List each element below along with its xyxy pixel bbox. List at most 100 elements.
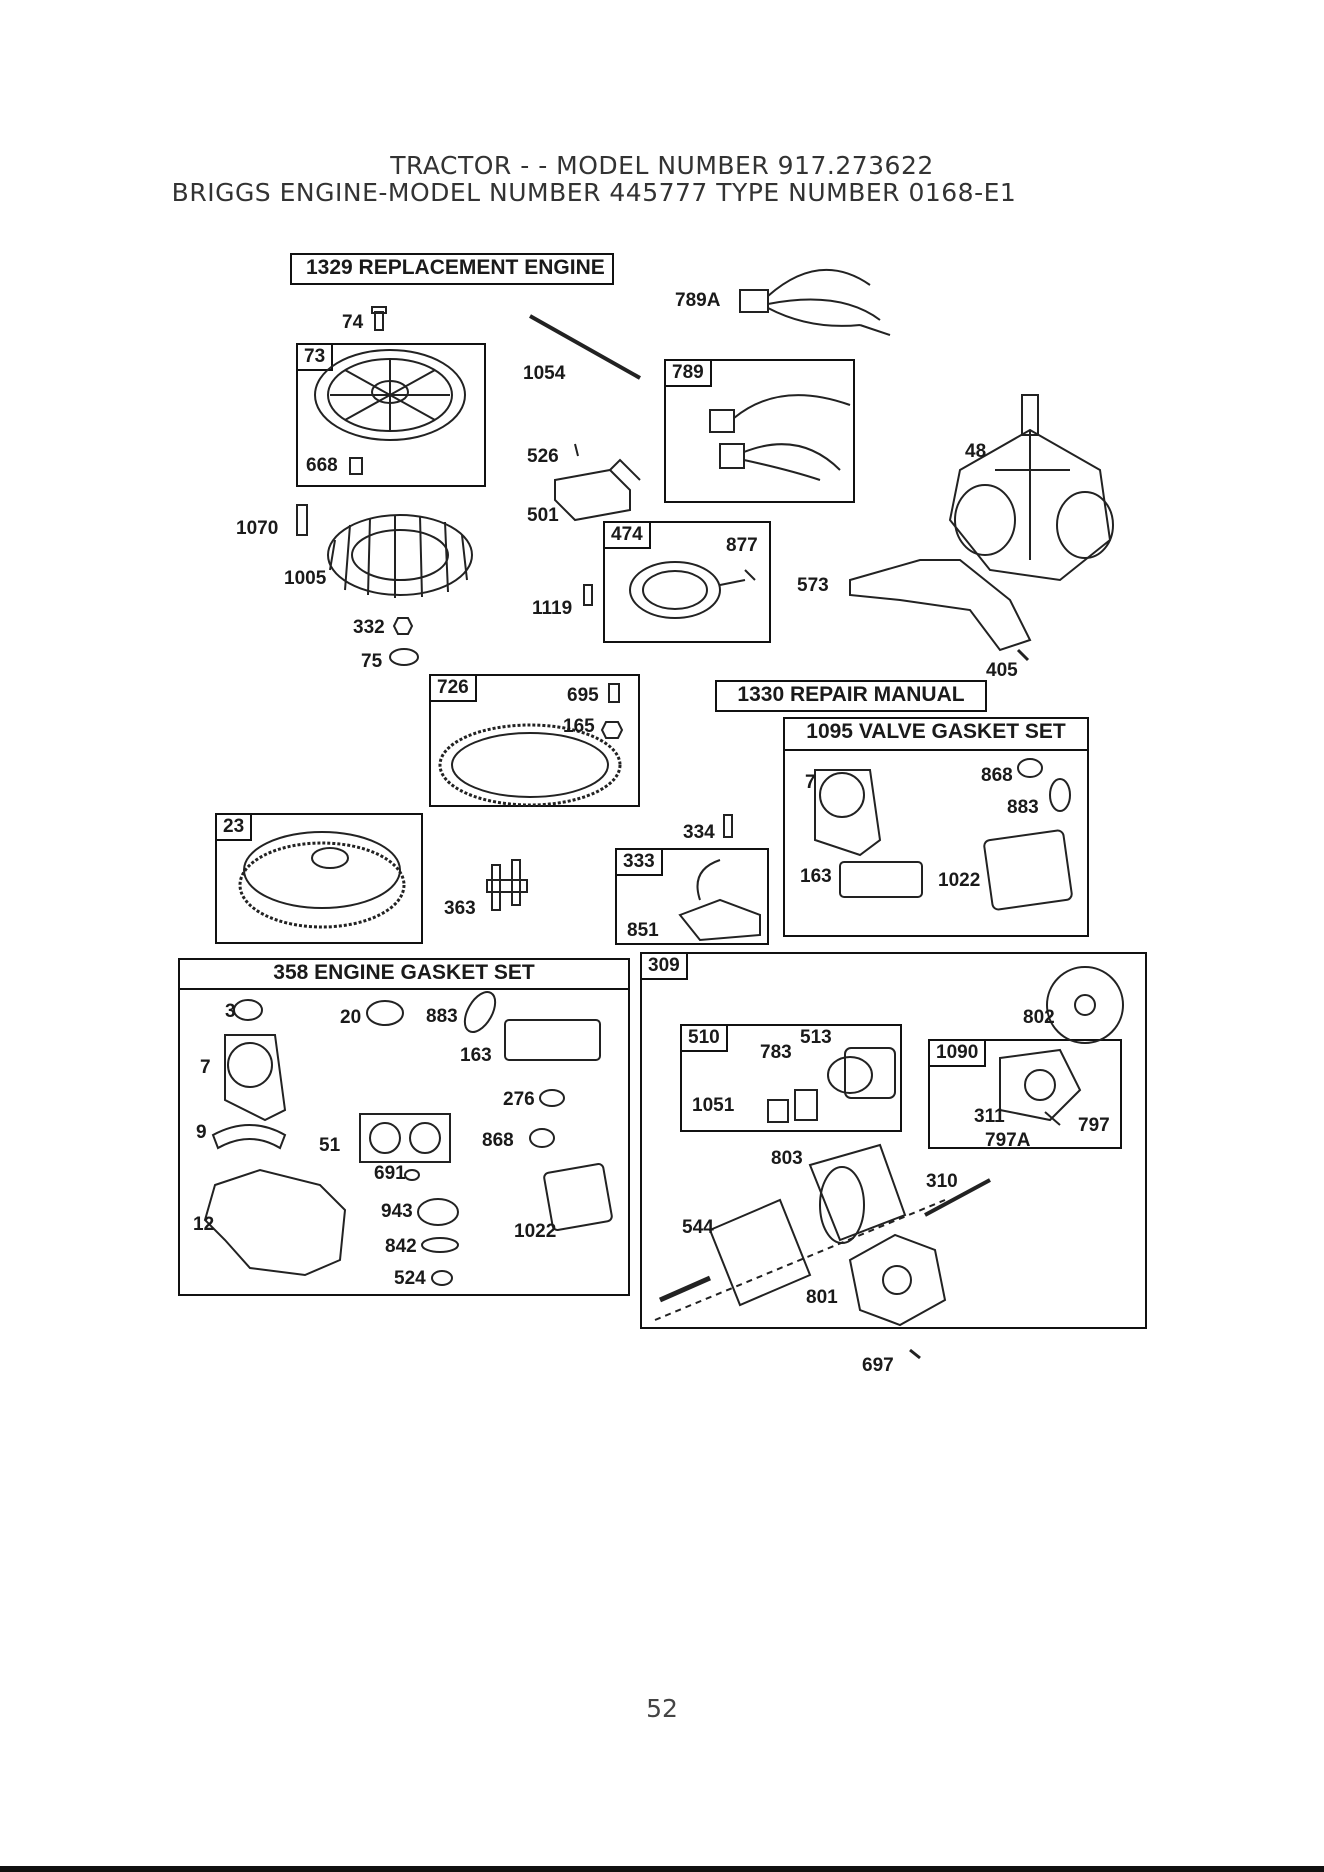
callout-691: 691 <box>374 1163 406 1184</box>
screw-1119-drawing <box>583 584 593 606</box>
callout-163-set: 163 <box>460 1045 492 1066</box>
title-line-1: TRACTOR - - MODEL NUMBER 917.273622 <box>390 151 934 180</box>
callout-276: 276 <box>503 1089 535 1110</box>
drive-gear-drawing <box>767 1056 873 1123</box>
part-box-333: 333 <box>615 848 769 945</box>
part-box-789: 789 <box>664 359 855 503</box>
baffle-drawing <box>849 559 1032 652</box>
callout-48: 48 <box>965 441 987 462</box>
callout-802: 802 <box>1023 1007 1055 1028</box>
callout-7-set: 7 <box>200 1057 211 1078</box>
part-box-309: 309 <box>640 952 1147 1329</box>
box-tag-474: 474 <box>605 523 651 549</box>
callout-9: 9 <box>196 1122 207 1143</box>
ring-gear-drawing <box>438 723 622 807</box>
seal-868-valve-drawing <box>1017 758 1043 778</box>
callout-1054: 1054 <box>523 363 566 384</box>
callout-513: 513 <box>800 1027 832 1048</box>
kit-engine-gasket-set: 358 ENGINE GASKET SET <box>178 958 630 990</box>
callout-1051: 1051 <box>692 1095 735 1116</box>
drive-housing-513-drawing <box>844 1047 896 1099</box>
callout-573: 573 <box>797 575 829 596</box>
gasket-883-set-drawing <box>463 991 497 1033</box>
callout-1022-valve: 1022 <box>938 870 981 891</box>
callout-877: 877 <box>726 535 758 556</box>
end-plate-801-drawing <box>848 1233 947 1327</box>
nut-165-drawing <box>600 721 624 739</box>
ignition-module-drawing <box>554 443 641 522</box>
callout-526: 526 <box>527 446 559 467</box>
callout-697: 697 <box>862 1355 894 1376</box>
seal-868-set-drawing <box>529 1128 555 1148</box>
seal-276-drawing <box>539 1089 565 1107</box>
callout-1005: 1005 <box>284 568 327 589</box>
callout-797A: 797A <box>985 1130 1031 1151</box>
box-tag-726: 726 <box>431 676 477 702</box>
starter-frame-drawing <box>808 1143 907 1244</box>
callout-668: 668 <box>306 455 338 476</box>
box-tag-73: 73 <box>298 345 334 371</box>
callout-3: 3 <box>225 1001 236 1022</box>
crankcase-drawing <box>948 394 1114 582</box>
callout-797: 797 <box>1078 1115 1110 1136</box>
screw-668-drawing <box>349 457 363 475</box>
puller-drawing <box>486 859 528 911</box>
seal-524-drawing <box>431 1270 453 1286</box>
washer-75-drawing <box>389 648 419 666</box>
flywheel-drawing <box>238 831 406 929</box>
callout-75: 75 <box>361 651 383 672</box>
callout-868-valve: 868 <box>981 765 1013 786</box>
screw-695-drawing <box>608 683 620 703</box>
end-cap-802-drawing <box>1046 966 1124 1044</box>
callout-943: 943 <box>381 1201 413 1222</box>
callout-883-valve: 883 <box>1007 797 1039 818</box>
callout-332: 332 <box>353 617 385 638</box>
flywheel-fan-drawing <box>327 514 473 598</box>
title-line-2: BRIGGS ENGINE-MODEL NUMBER 445777 TYPE N… <box>171 178 1017 207</box>
callout-801: 801 <box>806 1287 838 1308</box>
gasket-1022-valve-drawing <box>983 829 1073 911</box>
callout-12: 12 <box>193 1214 215 1235</box>
bolt-1070-drawing <box>296 504 308 536</box>
part-box-474: 474 <box>603 521 771 643</box>
callout-851: 851 <box>627 920 659 941</box>
bolt-310-drawing <box>924 1178 991 1217</box>
part-box-510: 510 <box>680 1024 902 1132</box>
callout-803: 803 <box>771 1148 803 1169</box>
crankcase-gasket-drawing <box>203 1168 347 1277</box>
oring-943-drawing <box>417 1198 459 1226</box>
ignition-coil-drawing <box>678 859 761 942</box>
head-gasket-set-drawing <box>224 1034 287 1122</box>
box-tag-1090: 1090 <box>930 1041 987 1067</box>
harness-789A-drawing <box>739 268 891 336</box>
callout-544: 544 <box>682 1217 714 1238</box>
callout-524: 524 <box>394 1268 426 1289</box>
blower-housing-drawing <box>314 349 466 441</box>
callout-20: 20 <box>340 1007 362 1028</box>
box-tag-333: 333 <box>617 850 663 876</box>
part-box-73: 73 <box>296 343 486 487</box>
valve-gasket-set-box: 1095 VALVE GASKET SET <box>783 717 1089 937</box>
brush-holder-drawing <box>999 1048 1082 1122</box>
gasket-9-drawing <box>211 1124 287 1150</box>
callout-783: 783 <box>760 1042 792 1063</box>
callout-789A: 789A <box>675 290 721 311</box>
kit-valve-gasket-set: 1095 VALVE GASKET SET <box>783 717 1089 751</box>
screw-334-drawing <box>723 814 733 838</box>
gasket-163-valve-drawing <box>839 861 923 898</box>
nut-332-drawing <box>392 617 414 635</box>
seal-20-drawing <box>366 1000 404 1026</box>
callout-51: 51 <box>319 1135 341 1156</box>
bottom-rule <box>0 1866 1324 1872</box>
cable-tie-drawing <box>529 314 641 380</box>
box-tag-309: 309 <box>642 954 688 980</box>
page-number: 52 <box>646 1694 678 1723</box>
callout-363: 363 <box>444 898 476 919</box>
gasket-1022-set-drawing <box>543 1163 613 1231</box>
part-box-23: 23 <box>215 813 423 944</box>
gasket-163-set-drawing <box>504 1019 601 1061</box>
seal-3-drawing <box>233 999 263 1021</box>
part-box-1090: 1090 <box>928 1039 1122 1149</box>
intake-gasket-drawing <box>359 1113 451 1163</box>
